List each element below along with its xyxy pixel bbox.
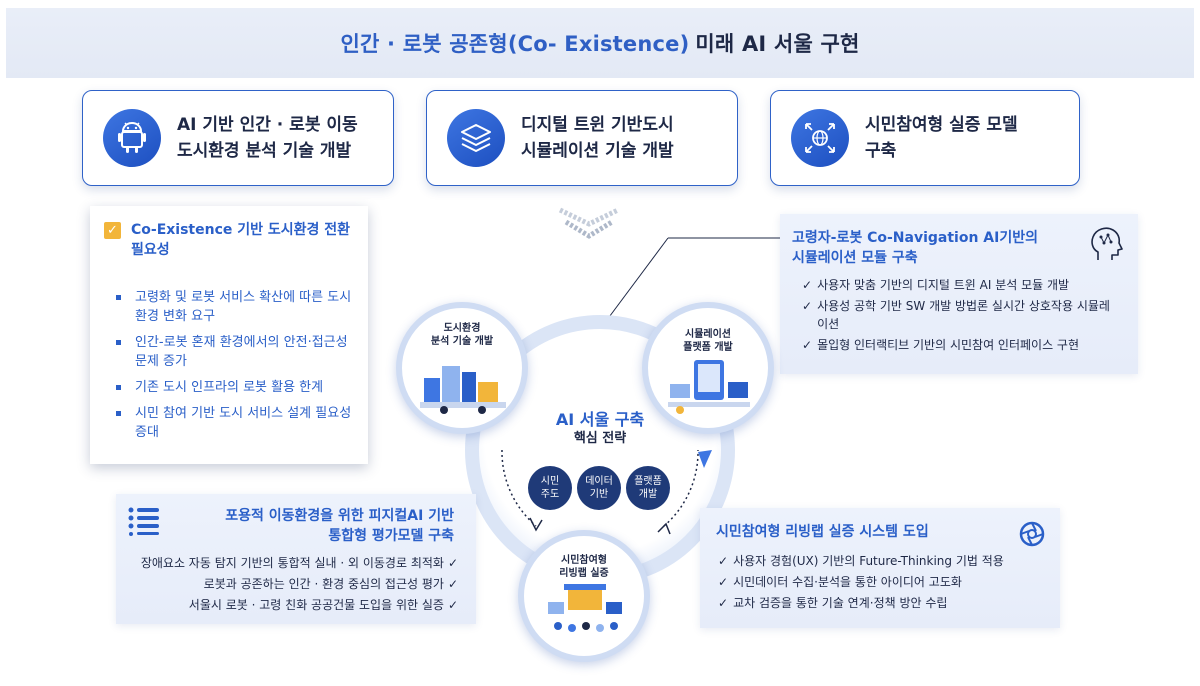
top-card-2-line1: 디지털 트윈 기반도시 [521, 115, 674, 135]
top-card-1-line2: 도시환경 분석 기술 개발 [177, 141, 352, 161]
title-rest: 미래 AI 서울 구현 [695, 32, 860, 56]
list-item: ✓사용자 경험(UX) 기반의 Future-Thinking 기법 적용 [718, 554, 1004, 568]
top-card-2-line2: 시뮬레이션 기술 개발 [521, 141, 674, 161]
chevron-down-icon [558, 207, 620, 239]
top-card-ai-analysis: AI 기반 인간 · 로봇 이동 도시환경 분석 기술 개발 [82, 90, 394, 186]
top-card-1-line1: AI 기반 인간 · 로봇 이동 [177, 115, 358, 135]
physical-ai-title-2: 통합형 평가모델 구축 [328, 528, 454, 544]
center-title: AI 서울 구축 [555, 410, 645, 429]
list-item: ✓몰입형 인터랙티브 기반의 시민참여 인터페이스 구현 [802, 338, 1080, 352]
physical-ai-title-1: 포용적 이동환경을 위한 피지컬AI 기반 [225, 508, 454, 524]
checkbox-icon: ✓ [104, 222, 121, 239]
top-card-citizen-model: 시민참여형 실증 모델 구축 [770, 90, 1080, 186]
aperture-icon [1019, 521, 1045, 547]
list-item: ✓사용성 공학 기반 SW 개발 방법론 실시간 상호작용 시뮬레이션 [802, 299, 1110, 331]
living-lab-illustration-icon [548, 584, 622, 632]
list-item: 서울시 로봇 · 고령 친화 공공건물 도입을 위한 실증✓ [188, 598, 458, 612]
page-title: 인간 · 로봇 공존형(Co- Existence) 미래 AI 서울 구현 [6, 8, 1194, 78]
co-navigation-title-2: 시뮬레이션 모듈 구축 [792, 250, 918, 266]
center-label: AI 서울 구축 핵심 전략 [540, 410, 660, 448]
list-item: ✓시민데이터 수집·분석을 통한 아이디어 고도화 [718, 575, 962, 589]
center-subtitle: 핵심 전략 [573, 431, 627, 446]
android-robot-icon [103, 109, 161, 167]
physical-ai-panel: 포용적 이동환경을 위한 피지컬AI 기반 통합형 평가모델 구축 장애요소 자… [116, 494, 476, 624]
list-item: 장애요소 자동 탐지 기반의 통합적 실내 · 외 이동경로 최적화✓ [140, 556, 458, 570]
city-illustration-icon [420, 366, 506, 414]
globe-network-icon [791, 109, 849, 167]
top-card-digital-twin: 디지털 트윈 기반도시 시뮬레이션 기술 개발 [426, 90, 738, 186]
layers-stack-icon [447, 109, 505, 167]
co-navigation-title-1: 고령자-로봇 Co-Navigation AI기반의 [792, 230, 1038, 246]
need-box-title: Co-Existence 기반 도시환경 전환 필요성 [131, 222, 351, 258]
top-card-3-line2: 구축 [865, 141, 897, 161]
list-item: 시민 참여 기반 도시 서비스 설계 필요성 증대 [116, 404, 354, 442]
co-navigation-panel: 고령자-로봇 Co-Navigation AI기반의 시뮬레이션 모듈 구축 ✓… [780, 214, 1138, 374]
top-card-3-line1: 시민참여형 실증 모델 [865, 115, 1018, 135]
living-lab-panel: 시민참여형 리빙랩 실증 시스템 도입 ✓사용자 경험(UX) 기반의 Futu… [700, 508, 1060, 628]
living-lab-title: 시민참여형 리빙랩 실증 시스템 도입 [716, 524, 929, 540]
platform-illustration-icon [668, 360, 750, 414]
list-item: 고령화 및 로봇 서비스 확산에 따른 도시환경 변화 요구 [116, 288, 354, 326]
title-accent: 인간 · 로봇 공존형(Co- Existence) [340, 32, 690, 56]
list-item: 인간-로봇 혼재 환경에서의 안전·접근성 문제 증가 [116, 333, 354, 371]
list-item: ✓사용자 맞춤 기반의 디지털 트윈 AI 분석 모듈 개발 [802, 278, 1070, 292]
need-box: ✓ Co-Existence 기반 도시환경 전환 필요성 고령화 및 로봇 서… [90, 206, 368, 464]
list-item: ✓교차 검증을 통한 기술 연계·정책 방안 수립 [718, 596, 948, 610]
list-item: 기존 도시 인프라의 로봇 활용 한계 [116, 378, 354, 397]
list-item: 로봇과 공존하는 인간 · 환경 중심의 접근성 평가✓ [203, 577, 458, 591]
list-icon [128, 507, 159, 536]
ai-head-icon [1091, 227, 1123, 260]
